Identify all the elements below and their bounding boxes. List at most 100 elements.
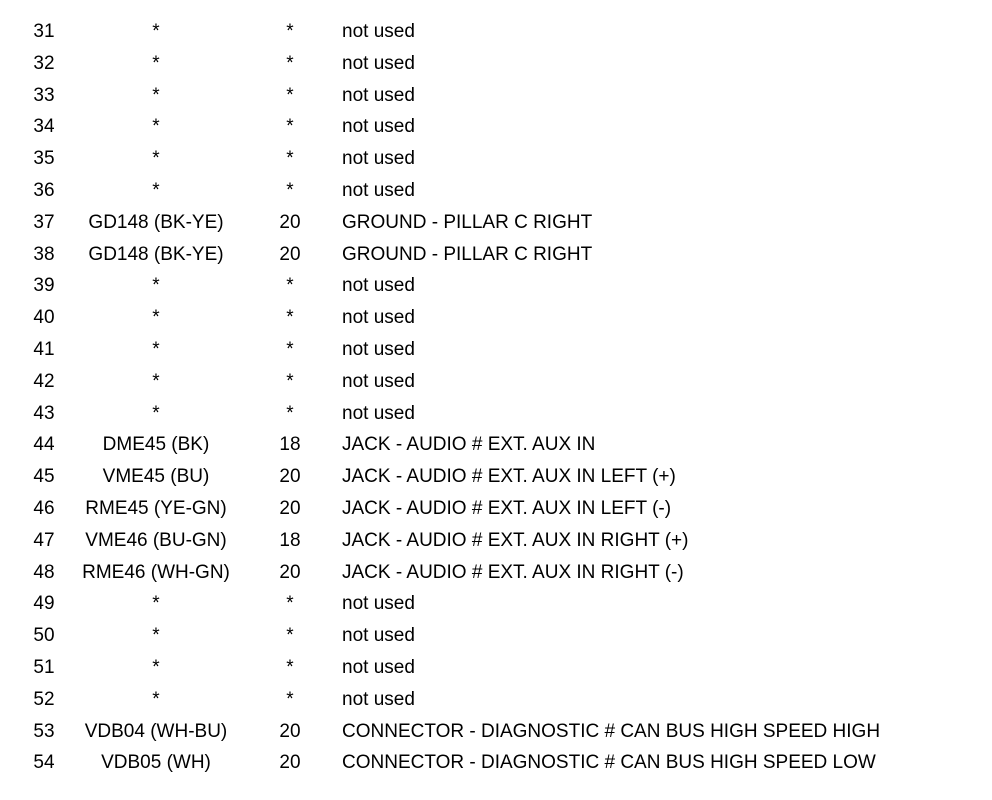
table-row: 51 * * not used [0, 652, 992, 684]
table-row: 44 DME45 (BK) 18 JACK - AUDIO # EXT. AUX… [0, 429, 992, 461]
wire-code: GD148 (BK-YE) [88, 211, 224, 233]
circuit-function: CONNECTOR - DIAGNOSTIC # CAN BUS HIGH SP… [342, 752, 876, 774]
circuit-function: JACK - AUDIO # EXT. AUX IN LEFT (+) [342, 466, 676, 488]
wire-code: * [152, 275, 160, 297]
circuit-function: not used [342, 656, 415, 678]
pin-number: 44 [33, 434, 55, 456]
pin-number: 46 [33, 497, 55, 519]
pin-number: 49 [33, 593, 55, 615]
pin-number: 31 [33, 21, 55, 42]
table-row: 49 * * not used [0, 588, 992, 620]
pin-number: 38 [33, 243, 55, 265]
pin-number: 34 [33, 116, 55, 138]
wire-code: * [152, 116, 160, 138]
wire-gauge: 20 [279, 561, 301, 583]
wire-code: VME45 (BU) [102, 466, 210, 488]
wire-code: * [152, 52, 160, 74]
wire-code: RME46 (WH-GN) [82, 561, 230, 583]
pin-number: 54 [33, 752, 55, 774]
circuit-function: not used [342, 52, 415, 74]
wire-code: * [152, 179, 160, 201]
pin-number: 32 [33, 52, 55, 74]
pin-number: 53 [33, 720, 55, 742]
table-row: 47 VME46 (BU-GN) 18 JACK - AUDIO # EXT. … [0, 525, 992, 557]
wire-code: RME45 (YE-GN) [85, 497, 227, 519]
wire-code: * [152, 625, 160, 647]
table-row: 40 * * not used [0, 302, 992, 334]
pin-number: 40 [33, 307, 55, 329]
wire-code: * [152, 21, 160, 42]
wire-code: * [152, 148, 160, 170]
wire-gauge: * [286, 656, 294, 678]
wire-gauge: 20 [279, 211, 301, 233]
circuit-function: not used [342, 179, 415, 201]
wire-gauge: * [286, 625, 294, 647]
circuit-function: not used [342, 338, 415, 360]
wire-gauge: 20 [279, 243, 301, 265]
table-row: 50 * * not used [0, 620, 992, 652]
table-row: 35 * * not used [0, 143, 992, 175]
pin-number: 51 [33, 656, 55, 678]
wire-gauge: * [286, 307, 294, 329]
pin-number: 52 [33, 688, 55, 710]
wire-gauge: * [286, 179, 294, 201]
circuit-function: not used [342, 625, 415, 647]
table-row: 43 * * not used [0, 398, 992, 430]
pin-number: 48 [33, 561, 55, 583]
wire-code: * [152, 307, 160, 329]
wire-code: DME45 (BK) [102, 434, 210, 456]
pin-number: 42 [33, 370, 55, 392]
table-row: 45 VME45 (BU) 20 JACK - AUDIO # EXT. AUX… [0, 461, 992, 493]
circuit-function: not used [342, 148, 415, 170]
circuit-function: GROUND - PILLAR C RIGHT [342, 243, 593, 265]
wire-gauge: * [286, 370, 294, 392]
wire-gauge: * [286, 116, 294, 138]
table-row: 38 GD148 (BK-YE) 20 GROUND - PILLAR C RI… [0, 239, 992, 271]
wire-gauge: * [286, 21, 294, 42]
circuit-function: JACK - AUDIO # EXT. AUX IN RIGHT (+) [342, 529, 689, 551]
circuit-function: not used [342, 370, 415, 392]
wire-code: VME46 (BU-GN) [85, 529, 227, 551]
table-row: 53 VDB04 (WH-BU) 20 CONNECTOR - DIAGNOST… [0, 716, 992, 748]
table-row: 52 * * not used [0, 684, 992, 716]
pin-number: 36 [33, 179, 55, 201]
pin-number: 35 [33, 148, 55, 170]
circuit-function: not used [342, 21, 415, 42]
pin-number: 33 [33, 84, 55, 106]
table-row: 39 * * not used [0, 270, 992, 302]
pin-number: 41 [33, 338, 55, 360]
table-row: 37 GD148 (BK-YE) 20 GROUND - PILLAR C RI… [0, 207, 992, 239]
circuit-function: GROUND - PILLAR C RIGHT [342, 211, 593, 233]
table-row: 36 * * not used [0, 175, 992, 207]
pin-number: 43 [33, 402, 55, 424]
table-row: 33 * * not used [0, 80, 992, 112]
wire-gauge: * [286, 593, 294, 615]
table-row: 32 * * not used [0, 48, 992, 80]
circuit-function: JACK - AUDIO # EXT. AUX IN RIGHT (-) [342, 561, 684, 583]
wire-gauge: * [286, 402, 294, 424]
wire-gauge: * [286, 52, 294, 74]
table-row: 34 * * not used [0, 111, 992, 143]
pin-number: 45 [33, 466, 55, 488]
circuit-function: JACK - AUDIO # EXT. AUX IN LEFT (-) [342, 497, 672, 519]
circuit-function: not used [342, 84, 415, 106]
wire-gauge: * [286, 148, 294, 170]
wire-gauge: * [286, 275, 294, 297]
wire-code: VDB04 (WH-BU) [84, 720, 228, 742]
wire-code: * [152, 338, 160, 360]
wire-code: * [152, 688, 160, 710]
wire-gauge: 20 [279, 752, 301, 774]
wire-code: * [152, 402, 160, 424]
circuit-function: not used [342, 688, 415, 710]
circuit-function: CONNECTOR - DIAGNOSTIC # CAN BUS HIGH SP… [342, 720, 881, 742]
wire-gauge: * [286, 338, 294, 360]
pin-number: 39 [33, 275, 55, 297]
wire-code: * [152, 84, 160, 106]
pin-number: 50 [33, 625, 55, 647]
table-row: 54 VDB05 (WH) 20 CONNECTOR - DIAGNOSTIC … [0, 747, 992, 779]
wire-gauge: 18 [279, 434, 301, 456]
wire-gauge: 18 [279, 529, 301, 551]
pin-number: 47 [33, 529, 55, 551]
circuit-function: not used [342, 402, 415, 424]
circuit-function: JACK - AUDIO # EXT. AUX IN [342, 434, 596, 456]
